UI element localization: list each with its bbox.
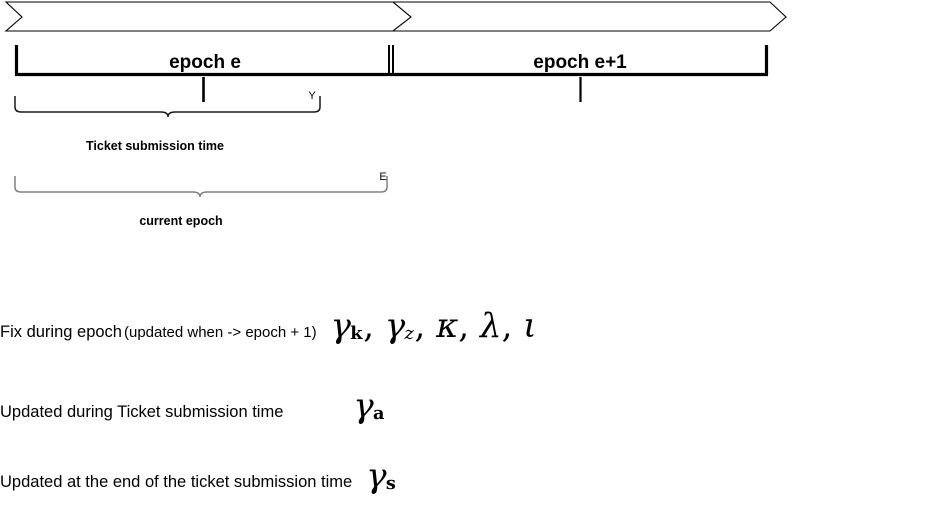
brace-current-epoch-group: E current epoch (14, 171, 388, 228)
symbol-comma: , (458, 306, 470, 346)
legend-row-fix-during-epoch: Fix during epoch (updated when -> epoch … (0, 309, 537, 343)
brace-marker-E-label: E (379, 171, 386, 183)
brace-marker-Y-label: Y (308, 90, 316, 102)
epoch-axis-group: epoch e epoch e+1 (14, 45, 769, 77)
epoch-label-1: epoch e+1 (533, 52, 627, 73)
brace-current-epoch (14, 176, 388, 198)
symbol-gamma-a: γa (353, 386, 385, 426)
symbol-gamma-k: γk (330, 306, 363, 346)
legend-label-fix-during-epoch: Fix during epoch (0, 323, 122, 341)
symbol-list-fixed: γk, γz, κ, λ, ι (331, 309, 537, 343)
symbol-lambda: λ (480, 306, 502, 346)
symbol-kappa: κ (436, 306, 459, 346)
banner-segment-right (391, 1, 787, 32)
symbol-comma: , (501, 306, 513, 346)
legend-note-fix-during-epoch: (updated when -> epoch + 1) (124, 324, 317, 341)
banner-group (4, 1, 787, 32)
legend-row-updated-during: Updated during Ticket submission time γa (0, 389, 385, 423)
legend-row-updated-end: Updated at the end of the ticket submiss… (0, 459, 396, 493)
symbol-gamma-s: γs (366, 456, 396, 496)
brace-ticket-submission-group: Y Ticket submission time (14, 90, 321, 153)
legend-label-updated-during: Updated during Ticket submission time (0, 403, 284, 421)
legend-label-updated-end: Updated at the end of the ticket submiss… (0, 473, 353, 491)
symbol-comma: , (363, 306, 375, 346)
brace-ticket-submission-label: Ticket submission time (86, 139, 224, 153)
epoch-label-0: epoch e (169, 52, 241, 73)
brace-ticket-submission (14, 96, 321, 118)
symbol-iota: ι (523, 306, 537, 346)
sub-tick-group (202, 77, 582, 102)
brace-current-epoch-label: current epoch (139, 214, 222, 228)
banner-segment-left (4, 1, 412, 32)
symbol-comma: , (414, 306, 426, 346)
symbol-gamma-z: γz (384, 306, 414, 346)
